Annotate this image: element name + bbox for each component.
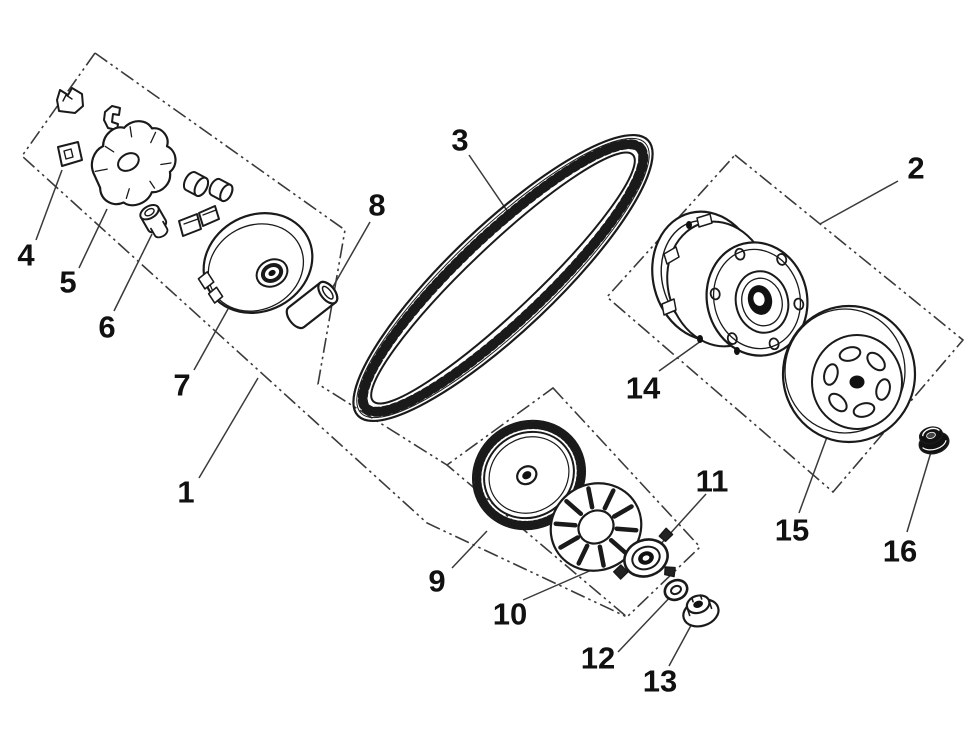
- one-way-starter-clutch: [613, 527, 676, 580]
- part-label-1-drive-pulley-group: 1: [177, 475, 194, 510]
- part-label-5-ramp-plate: 5: [59, 265, 76, 300]
- part-label-6-spring-seat: 6: [98, 310, 115, 345]
- leader-line-6: [113, 233, 153, 312]
- clutch-weight-assembly: [651, 210, 809, 357]
- leader-line-16: [906, 451, 932, 533]
- leader-line-9: [451, 530, 488, 569]
- part-label-15-clutch-outer-bell: 15: [775, 513, 809, 548]
- part-label-3-drive-v-belt: 3: [451, 123, 468, 158]
- leader-line-2: [819, 180, 899, 225]
- part-label-16-clutch-lock-nut: 16: [883, 534, 917, 569]
- washer: [663, 578, 689, 602]
- part-label-14-clutch-weight-assembly: 14: [626, 371, 661, 406]
- part-label-7-movable-drive-face: 7: [173, 368, 190, 403]
- clutch-lock-nut: [918, 426, 950, 455]
- driven-starter-gear: [471, 419, 587, 531]
- part-label-8-spacer-bushing: 8: [368, 188, 385, 223]
- part-label-13-flange-nut: 13: [643, 664, 677, 699]
- movable-drive-face: [197, 212, 314, 314]
- leader-line-3: [468, 154, 513, 219]
- leader-line-1: [198, 377, 259, 479]
- leader-line-8: [329, 221, 371, 293]
- part-label-2-clutch-group: 2: [907, 151, 924, 186]
- drive-v-belt: [352, 133, 654, 423]
- drive-face-fan: [549, 482, 643, 572]
- leader-line-5: [78, 208, 108, 269]
- group-9-11-outline: [445, 386, 702, 619]
- roller-weights: [182, 170, 234, 203]
- part-label-9-driven-starter-gear: 9: [428, 564, 445, 599]
- leader-line-10: [522, 568, 595, 601]
- leader-line-7: [193, 308, 229, 371]
- ramp-plate: [90, 120, 177, 207]
- flange-nut: [682, 594, 720, 628]
- leader-line-15: [798, 436, 828, 514]
- slide-pieces: [56, 87, 121, 167]
- part-label-10-drive-face-fan: 10: [493, 597, 527, 632]
- group-2-outline: [605, 153, 965, 494]
- clutch-outer-bell: [781, 304, 917, 444]
- spring-seat: [139, 203, 169, 239]
- leader-line-4: [35, 169, 63, 241]
- slide-keys: [178, 205, 220, 237]
- part-label-11-one-way-starter-clutch: 11: [696, 464, 729, 499]
- part-label-4-slide-pieces: 4: [17, 238, 35, 273]
- leader-line-12: [617, 592, 675, 653]
- spacer-bushing: [285, 280, 339, 330]
- part-label-12-washer: 12: [581, 641, 615, 676]
